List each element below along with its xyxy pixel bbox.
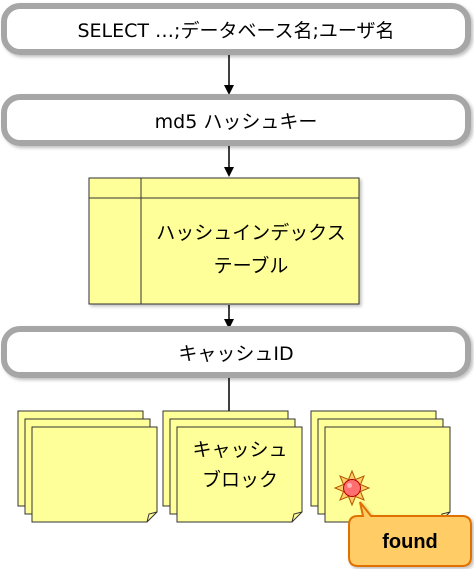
hash-box [1,94,471,146]
cache-id-box [1,326,471,378]
cache-id-step: キャッシュID [1,326,471,378]
note-fold [146,511,158,523]
query-label: SELECT …;データベース名;ユーザ名 [77,20,394,42]
found-callout: found [348,501,472,567]
found-callout-bubble [348,501,472,567]
note-sheet [176,426,303,523]
cache-block-stack-center: キャッシュ ブロック [162,410,303,523]
index-table-label-line2: テーブル [214,254,289,277]
note-sheet [324,426,451,523]
hash-index-table: ハッシュインデックス テーブル [88,177,360,305]
sun-burst-icon [333,469,371,507]
query-box [1,3,471,55]
note-fold [291,511,303,523]
index-table-body [88,177,360,305]
hash-label: md5 ハッシュキー [155,111,318,133]
cache-block-stack-left [17,410,158,523]
query-step: SELECT …;データベース名;ユーザ名 [1,3,471,55]
cache-block-stack-right [310,410,451,523]
found-label: found [382,531,438,553]
cache-block-label-line1: キャッシュ [192,439,287,461]
cache-id-label: キャッシュID [178,343,293,365]
cache-block-label-line2: ブロック [202,468,278,491]
note-sheet [31,426,158,523]
index-table-label-line1: ハッシュインデックス [156,222,345,244]
hash-step: md5 ハッシュキー [1,94,471,146]
